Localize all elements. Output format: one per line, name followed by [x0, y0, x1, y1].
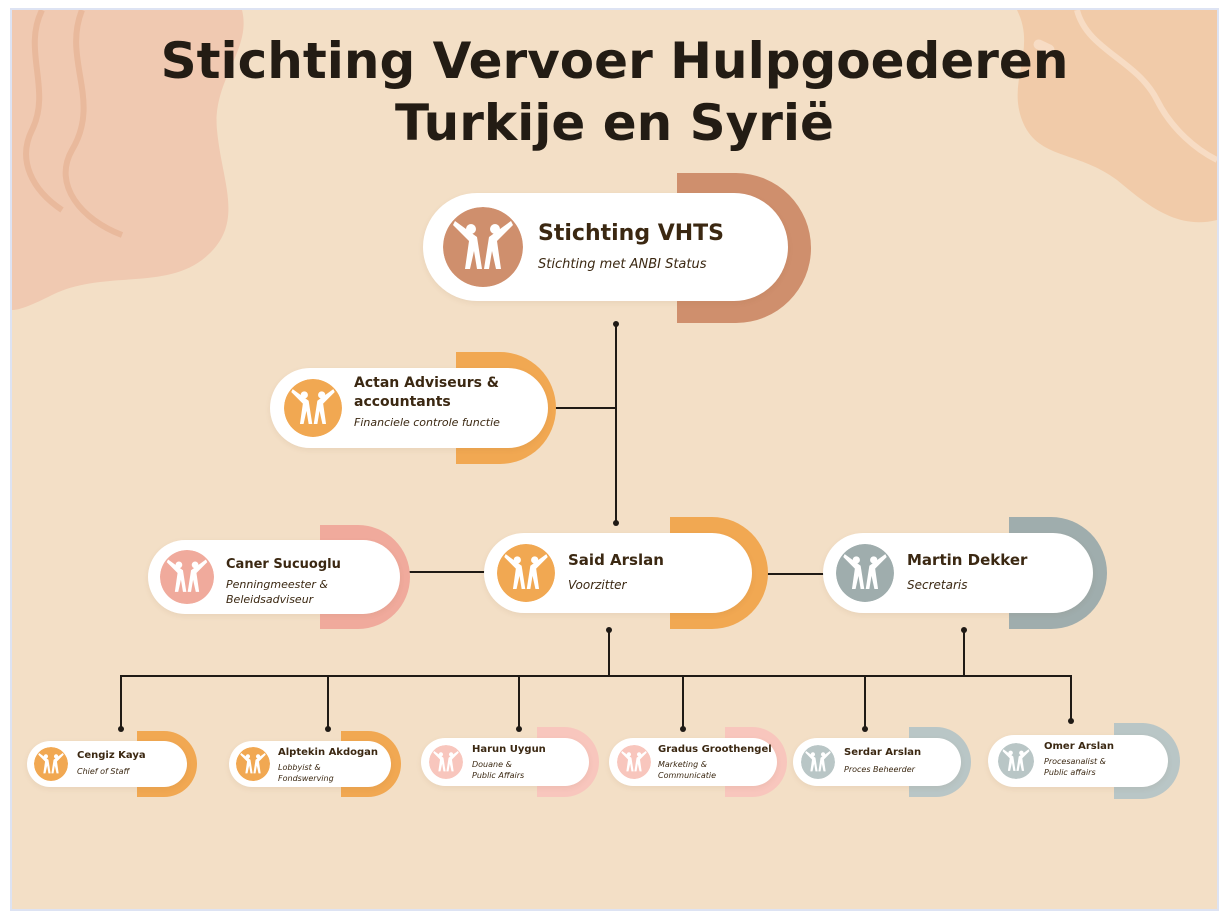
node-role: Secretaris: [907, 578, 968, 592]
node-role: Proces Beheerder: [844, 765, 915, 774]
people-cheering-logo-icon: [284, 379, 342, 437]
decorative-blob-right: [1017, 10, 1217, 223]
decorative-blob-left: [12, 10, 244, 310]
node-alptekin-akdogan: Alptekin Akdogan Lobbyist & Fondswerving: [229, 731, 401, 797]
node-stichting-vhts: Stichting VHTS Stichting met ANBI Status: [423, 173, 811, 323]
people-cheering-logo-icon: [160, 550, 214, 604]
connector-said-down: [608, 631, 610, 676]
node-name: Serdar Arslan: [844, 747, 922, 758]
node-role: Chief of Staff: [77, 767, 130, 776]
node-role: Lobbyist & Fondswerving: [278, 763, 334, 783]
connector-martin-down: [963, 631, 965, 676]
chart-title-line-2: Turkije en Syrië: [395, 94, 834, 152]
people-cheering-logo-icon: [497, 544, 555, 602]
node-role: Voorzitter: [568, 578, 627, 592]
node-cengiz-kaya: Cengiz Kaya Chief of Staff: [27, 731, 197, 797]
node-name: Alptekin Akdogan: [278, 747, 379, 758]
node-martin-dekker: Martin Dekker Secretaris: [823, 517, 1107, 629]
node-gradus-groothengel: Gradus Groothengel Marketing & Communica…: [609, 727, 787, 797]
people-cheering-logo-icon: [429, 745, 463, 779]
node-name: Gradus Groothengel: [658, 744, 772, 755]
node-actan-adviseurs: Actan Adviseurs & accountants Financiele…: [270, 352, 556, 464]
people-cheering-logo-icon: [236, 747, 270, 781]
people-cheering-logo-icon: [443, 207, 523, 287]
node-name: Cengiz Kaya: [77, 750, 146, 761]
people-cheering-logo-icon: [801, 745, 835, 779]
connector-dot: [862, 726, 868, 732]
node-caner-sucuoglu: Caner Sucuoglu Penningmeester & Beleidsa…: [148, 525, 410, 629]
node-name: Martin Dekker: [907, 551, 1028, 569]
node-harun-uygun: Harun Uygun Douane & Public Affairs: [421, 727, 599, 797]
node-role: Procesanalist & Public affairs: [1044, 757, 1106, 777]
connector-dot: [516, 726, 522, 732]
people-cheering-logo-icon: [998, 743, 1034, 779]
node-name: Harun Uygun: [472, 744, 546, 755]
connector-dot: [606, 627, 612, 633]
chart-title-line-1: Stichting Vervoer Hulpgoederen: [160, 32, 1069, 90]
connector-drop: [1070, 675, 1072, 721]
connector-drop: [327, 675, 329, 728]
node-name: Actan Adviseurs & accountants: [354, 375, 500, 410]
connector-root-down: [615, 324, 617, 524]
people-cheering-logo-icon: [836, 544, 894, 602]
connector-dot: [118, 726, 124, 732]
connector-drop: [518, 675, 520, 728]
node-omer-arslan: Omer Arslan Procesanalist & Public affai…: [988, 723, 1180, 799]
connector-dot: [613, 520, 619, 526]
connector-drop: [864, 675, 866, 728]
connector-caner-said: [408, 571, 488, 573]
connector-said-martin: [765, 573, 825, 575]
node-role: Stichting met ANBI Status: [538, 257, 707, 272]
connector-drop: [120, 675, 122, 728]
node-name: Omer Arslan: [1044, 741, 1115, 752]
connector-bottom-bus: [120, 675, 1072, 677]
node-name: Said Arslan: [568, 551, 664, 569]
connector-dot: [961, 627, 967, 633]
node-role: Financiele controle functie: [354, 416, 500, 429]
node-serdar-arslan: Serdar Arslan Proces Beheerder: [793, 727, 971, 797]
node-role: Douane & Public Affairs: [472, 760, 525, 780]
connector-dot: [613, 321, 619, 327]
connector-dot: [1068, 718, 1074, 724]
node-name: Stichting VHTS: [538, 221, 725, 246]
connector-drop: [682, 675, 684, 728]
connector-actan: [552, 407, 616, 409]
people-cheering-logo-icon: [617, 745, 651, 779]
connector-dot: [325, 726, 331, 732]
node-role: Marketing & Communicatie: [658, 760, 717, 780]
connector-dot: [680, 726, 686, 732]
node-name: Caner Sucuoglu: [226, 557, 341, 572]
node-role: Penningmeester & Beleidsadviseur: [226, 578, 329, 606]
node-said-arslan: Said Arslan Voorzitter: [484, 517, 768, 629]
people-cheering-logo-icon: [34, 747, 68, 781]
